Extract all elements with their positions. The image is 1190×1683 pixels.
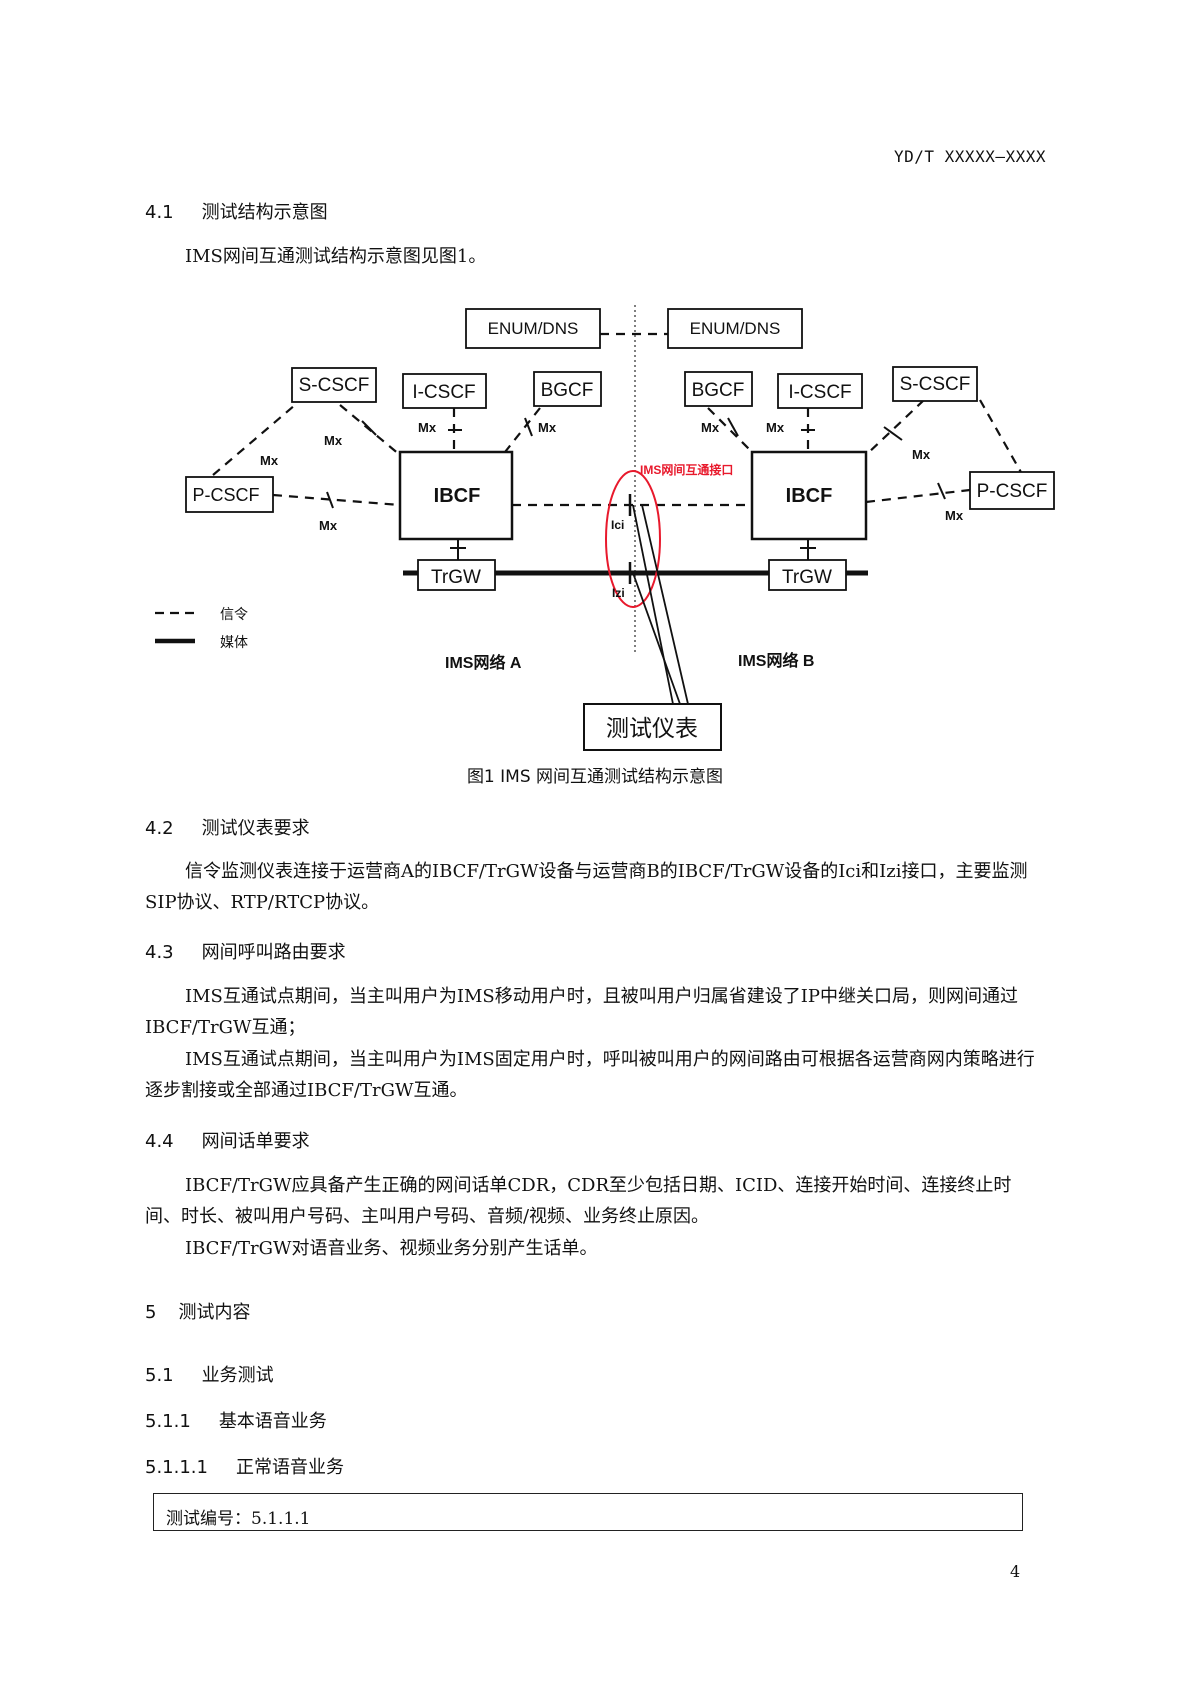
network-a-label: IMS网络 A <box>445 653 522 672</box>
instrument-box <box>583 703 722 751</box>
mx-label: Mx <box>260 453 279 468</box>
section-heading-4-1: 4.1 测试结构示意图 <box>145 198 328 224</box>
mx-label: Mx <box>538 420 557 435</box>
paragraph-4-4-a: IBCF/TrGW应具备产生正确的网间话单CDR，CDR至少包括日期、ICID、… <box>145 1175 1012 1227</box>
paragraph-4-3-b: IMS互通试点期间，当主叫用户为IMS固定用户时，呼叫被叫用户的网间路由可根据各… <box>145 1049 1035 1101</box>
enum-dns-label-a: ENUM/DNS <box>488 319 579 338</box>
p-cscf-label-a: P-CSCF <box>193 485 260 505</box>
paragraph-4-2: 信令监测仪表连接于运营商A的IBCF/TrGW设备与运营商B的IBCF/TrGW… <box>145 861 1028 913</box>
mx-label: Mx <box>912 447 931 462</box>
izi-label: Izi <box>612 586 625 600</box>
section-number: 4.1 <box>145 202 174 223</box>
ibcf-box-b <box>750 450 868 541</box>
figure-caption: 图1 IMS 网间互通测试结构示意图 <box>466 767 724 787</box>
s-cscf-label-a: S-CSCF <box>299 375 370 396</box>
section-title: 测试内容 <box>178 1302 251 1323</box>
section-heading-4-2: 4.2 测试仪表要求 <box>145 814 310 840</box>
ibcf-trgw-connectors <box>450 539 816 560</box>
i-cscf-box-a <box>402 373 487 409</box>
document-id: YD/T XXXXX—XXXX <box>894 147 1046 166</box>
enum-dns-label-b: ENUM/DNS <box>690 319 781 338</box>
ici-label: Ici <box>611 518 624 532</box>
section-title: 网间话单要求 <box>201 1131 310 1152</box>
i-cscf-label-b: I-CSCF <box>788 382 851 403</box>
section-heading-5-1-1-1: 5.1.1.1 正常语音业务 <box>145 1453 344 1479</box>
section-heading-4-4: 4.4 网间话单要求 <box>145 1127 310 1153</box>
section-number: 5.1.1 <box>145 1411 191 1432</box>
section-number: 4.2 <box>145 818 174 839</box>
p-cscf-box-a <box>185 476 274 513</box>
paragraph-4-1: IMS网间互通测试结构示意图见图1。 <box>185 246 487 267</box>
section-number: 4.3 <box>145 942 174 963</box>
mx-label: Mx <box>319 518 338 533</box>
section-title: 网间呼叫路由要求 <box>201 942 346 963</box>
trgw-box-a <box>417 559 496 591</box>
section-heading-5-1: 5.1 业务测试 <box>145 1361 274 1387</box>
section-heading-4-3: 4.3 网间呼叫路由要求 <box>145 938 346 964</box>
test-id-box: 测试编号：5.1.1.1 <box>153 1493 1023 1531</box>
section-number: 5 <box>145 1302 157 1323</box>
section-title: 正常语音业务 <box>235 1457 344 1478</box>
ibcf-label-a: IBCF <box>434 485 481 507</box>
mx-label: Mx <box>945 508 964 523</box>
instrument-label: 测试仪表 <box>606 715 698 741</box>
signalling-links <box>212 332 1023 507</box>
trgw-box-b <box>768 559 847 591</box>
i-cscf-label-a: I-CSCF <box>412 382 475 403</box>
paragraph-4-4-b: IBCF/TrGW对语音业务、视频业务分别产生话单。 <box>185 1238 598 1259</box>
section-heading-5: 5 测试内容 <box>145 1298 250 1324</box>
section-heading-5-1-1: 5.1.1 基本语音业务 <box>145 1407 327 1433</box>
section-title: 基本语音业务 <box>218 1411 327 1432</box>
instrument-leads <box>632 504 689 705</box>
s-cscf-label-b: S-CSCF <box>900 374 971 395</box>
test-id-label: 测试编号：5.1.1.1 <box>166 1509 311 1529</box>
mx-ticks <box>326 417 946 509</box>
section-number: 5.1 <box>145 1365 174 1386</box>
interconnect-label: IMS网间互通接口 <box>640 462 733 477</box>
ibcf-label-b: IBCF <box>786 485 833 507</box>
interconnect-highlight <box>605 470 661 608</box>
paragraph-4-3-a: IMS互通试点期间，当主叫用户为IMS移动用户时，且被叫用户归属省建设了IP中继… <box>145 986 1018 1038</box>
bgcf-label-b: BGCF <box>692 380 745 401</box>
section-title: 测试仪表要求 <box>201 818 310 839</box>
mx-label: Mx <box>701 420 720 435</box>
page-number: 4 <box>1010 1562 1021 1581</box>
section-number: 4.4 <box>145 1131 174 1152</box>
bgcf-label-a: BGCF <box>541 380 594 401</box>
enum-dns-box-b <box>667 308 803 349</box>
bgcf-box-b <box>684 371 753 407</box>
bgcf-box-a <box>533 371 602 407</box>
section-title: 测试结构示意图 <box>201 202 328 223</box>
legend-media-label: 媒体 <box>220 634 248 650</box>
ibcf-box-a <box>398 450 514 541</box>
trgw-label-a: TrGW <box>431 567 481 588</box>
p-cscf-label-b: P-CSCF <box>977 481 1048 502</box>
trgw-label-b: TrGW <box>782 567 832 588</box>
interconnect-diagram: ENUM/DNS ENUM/DNS S-CSCF I-CSCF BGCF BGC… <box>155 305 1055 751</box>
section-title: 业务测试 <box>201 1365 274 1386</box>
legend-signal-label: 信令 <box>220 606 248 622</box>
enum-dns-box-a <box>465 308 601 349</box>
network-b-label: IMS网络 B <box>738 651 814 670</box>
mx-label: Mx <box>324 433 343 448</box>
section-number: 5.1.1.1 <box>145 1457 208 1478</box>
i-cscf-box-b <box>777 373 863 409</box>
mx-label: Mx <box>418 420 437 435</box>
s-cscf-box-a <box>291 367 377 403</box>
s-cscf-box-b <box>892 366 978 402</box>
mx-label: Mx <box>766 420 785 435</box>
p-cscf-box-b <box>969 471 1055 510</box>
